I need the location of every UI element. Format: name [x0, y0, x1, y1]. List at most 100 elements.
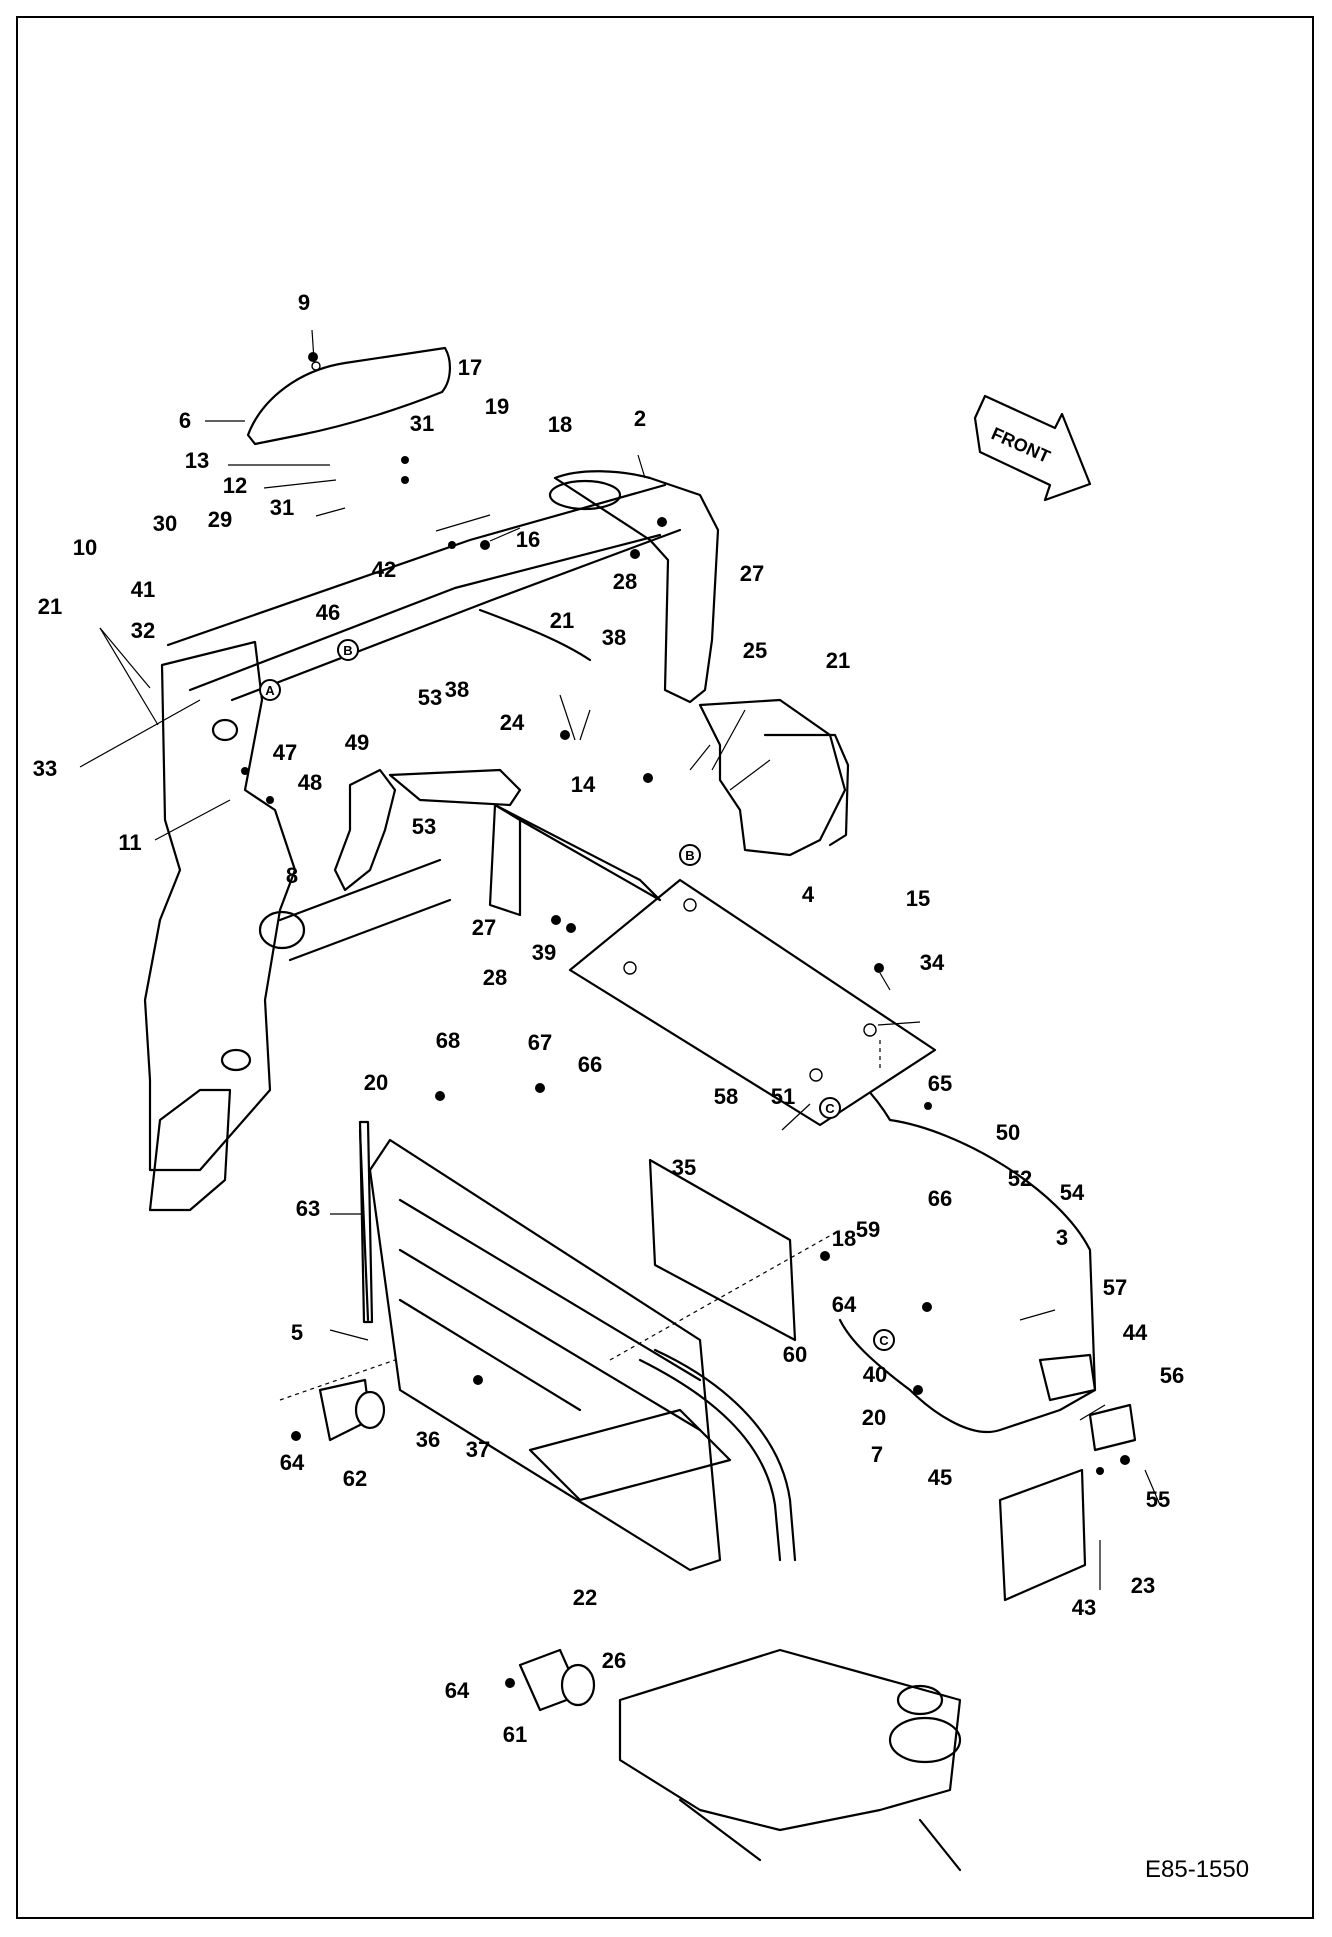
part-label-18-2: 18	[832, 1226, 856, 1251]
part-motor-61	[518, 1648, 596, 1712]
part-label-8: 8	[286, 863, 298, 888]
front-arrow-icon: FRONT	[973, 394, 1092, 502]
part-label-66-2: 66	[928, 1186, 952, 1211]
part-label-57: 57	[1103, 1275, 1127, 1300]
svg-text:B: B	[685, 848, 694, 863]
part-label-39: 39	[532, 940, 556, 965]
part-label-12: 12	[223, 473, 247, 498]
part-rail-14	[488, 803, 662, 917]
part-label-29: 29	[208, 507, 232, 532]
part-label-22: 22	[573, 1585, 597, 1610]
part-label-37: 37	[466, 1437, 490, 1462]
marker-c-1: C	[819, 1097, 841, 1119]
part-floor-plate	[568, 878, 937, 1127]
part-label-20-2: 20	[862, 1405, 886, 1430]
part-label-68: 68	[436, 1028, 460, 1053]
part-label-27-1: 27	[740, 561, 764, 586]
part-rear-frame	[358, 1128, 797, 1572]
part-label-25: 25	[743, 638, 767, 663]
part-label-36: 36	[416, 1427, 440, 1452]
part-label-14: 14	[571, 772, 596, 797]
marker-b-1: B	[337, 639, 359, 661]
part-label-38-1: 38	[602, 625, 626, 650]
part-label-5: 5	[291, 1320, 303, 1345]
part-label-40: 40	[863, 1362, 887, 1387]
part-label-13: 13	[185, 448, 209, 473]
part-label-17: 17	[458, 355, 482, 380]
part-label-28-2: 28	[483, 965, 507, 990]
part-strip-63	[358, 1120, 374, 1324]
marker-c-2: C	[873, 1329, 895, 1351]
part-label-53-2: 53	[412, 814, 436, 839]
part-label-24: 24	[500, 710, 525, 735]
part-label-10: 10	[73, 535, 97, 560]
part-label-18-1: 18	[548, 412, 572, 437]
part-left-body	[143, 640, 452, 1212]
part-label-32: 32	[131, 618, 155, 643]
part-label-64-3: 64	[445, 1678, 470, 1703]
diagram-frame	[16, 16, 1314, 1919]
part-label-59: 59	[856, 1217, 880, 1242]
part-label-62: 62	[343, 1466, 367, 1491]
part-label-49: 49	[345, 730, 369, 755]
part-label-58: 58	[714, 1084, 738, 1109]
part-label-3: 3	[1056, 1225, 1068, 1250]
part-labels: 2345678910111213141516171818192020212121…	[33, 290, 1184, 1747]
part-label-67: 67	[528, 1030, 552, 1055]
svg-text:C: C	[825, 1101, 835, 1116]
part-label-21-3: 21	[826, 648, 850, 673]
part-label-52: 52	[1008, 1166, 1032, 1191]
part-label-4: 4	[802, 882, 815, 907]
part-top-cover	[246, 346, 451, 446]
part-side-panel-43	[998, 1403, 1137, 1602]
part-label-30: 30	[153, 511, 177, 536]
part-label-26: 26	[602, 1648, 626, 1673]
part-label-21-2: 21	[550, 608, 574, 633]
part-label-63: 63	[296, 1196, 320, 1221]
part-label-27-2: 27	[472, 915, 496, 940]
part-label-50: 50	[996, 1120, 1020, 1145]
part-brackets	[333, 768, 522, 892]
part-label-28-1: 28	[613, 569, 637, 594]
part-label-66-1: 66	[578, 1052, 602, 1077]
part-label-7: 7	[871, 1442, 883, 1467]
part-label-53-1: 53	[418, 685, 442, 710]
part-slew-frame	[618, 1648, 962, 1872]
part-label-45: 45	[928, 1465, 952, 1490]
part-label-44: 44	[1123, 1320, 1148, 1345]
svg-text:C: C	[879, 1333, 889, 1348]
part-label-65: 65	[928, 1071, 952, 1096]
part-label-64-2: 64	[280, 1450, 305, 1475]
part-label-55: 55	[1146, 1487, 1170, 1512]
part-label-21-1: 21	[38, 594, 62, 619]
circle-markers: A B B C C	[259, 639, 895, 1351]
part-label-48: 48	[298, 770, 322, 795]
part-label-46: 46	[316, 600, 340, 625]
part-label-33: 33	[33, 756, 57, 781]
svg-text:A: A	[265, 683, 275, 698]
leader-lines	[79, 329, 1161, 1590]
part-label-16: 16	[516, 527, 540, 552]
part-label-43: 43	[1072, 1595, 1096, 1620]
part-label-31-2: 31	[270, 495, 294, 520]
part-motor-62	[318, 1378, 386, 1442]
part-label-64-1: 64	[832, 1292, 857, 1317]
part-label-54: 54	[1060, 1180, 1085, 1205]
part-label-9: 9	[298, 290, 310, 315]
marker-b-2: B	[679, 844, 701, 866]
part-label-47: 47	[273, 740, 297, 765]
part-label-56: 56	[1160, 1363, 1184, 1388]
part-label-15: 15	[906, 886, 930, 911]
part-label-23: 23	[1131, 1573, 1155, 1598]
fasteners	[241, 352, 1130, 1688]
reference-code: E85-1550	[1145, 1856, 1249, 1883]
part-panels	[528, 1158, 797, 1502]
part-label-35: 35	[672, 1155, 696, 1180]
part-label-31-1: 31	[410, 411, 434, 436]
part-label-20-1: 20	[364, 1070, 388, 1095]
part-label-6: 6	[179, 408, 191, 433]
part-upper-frame	[166, 470, 720, 704]
marker-a-1: A	[259, 679, 281, 701]
part-label-11: 11	[118, 830, 141, 855]
